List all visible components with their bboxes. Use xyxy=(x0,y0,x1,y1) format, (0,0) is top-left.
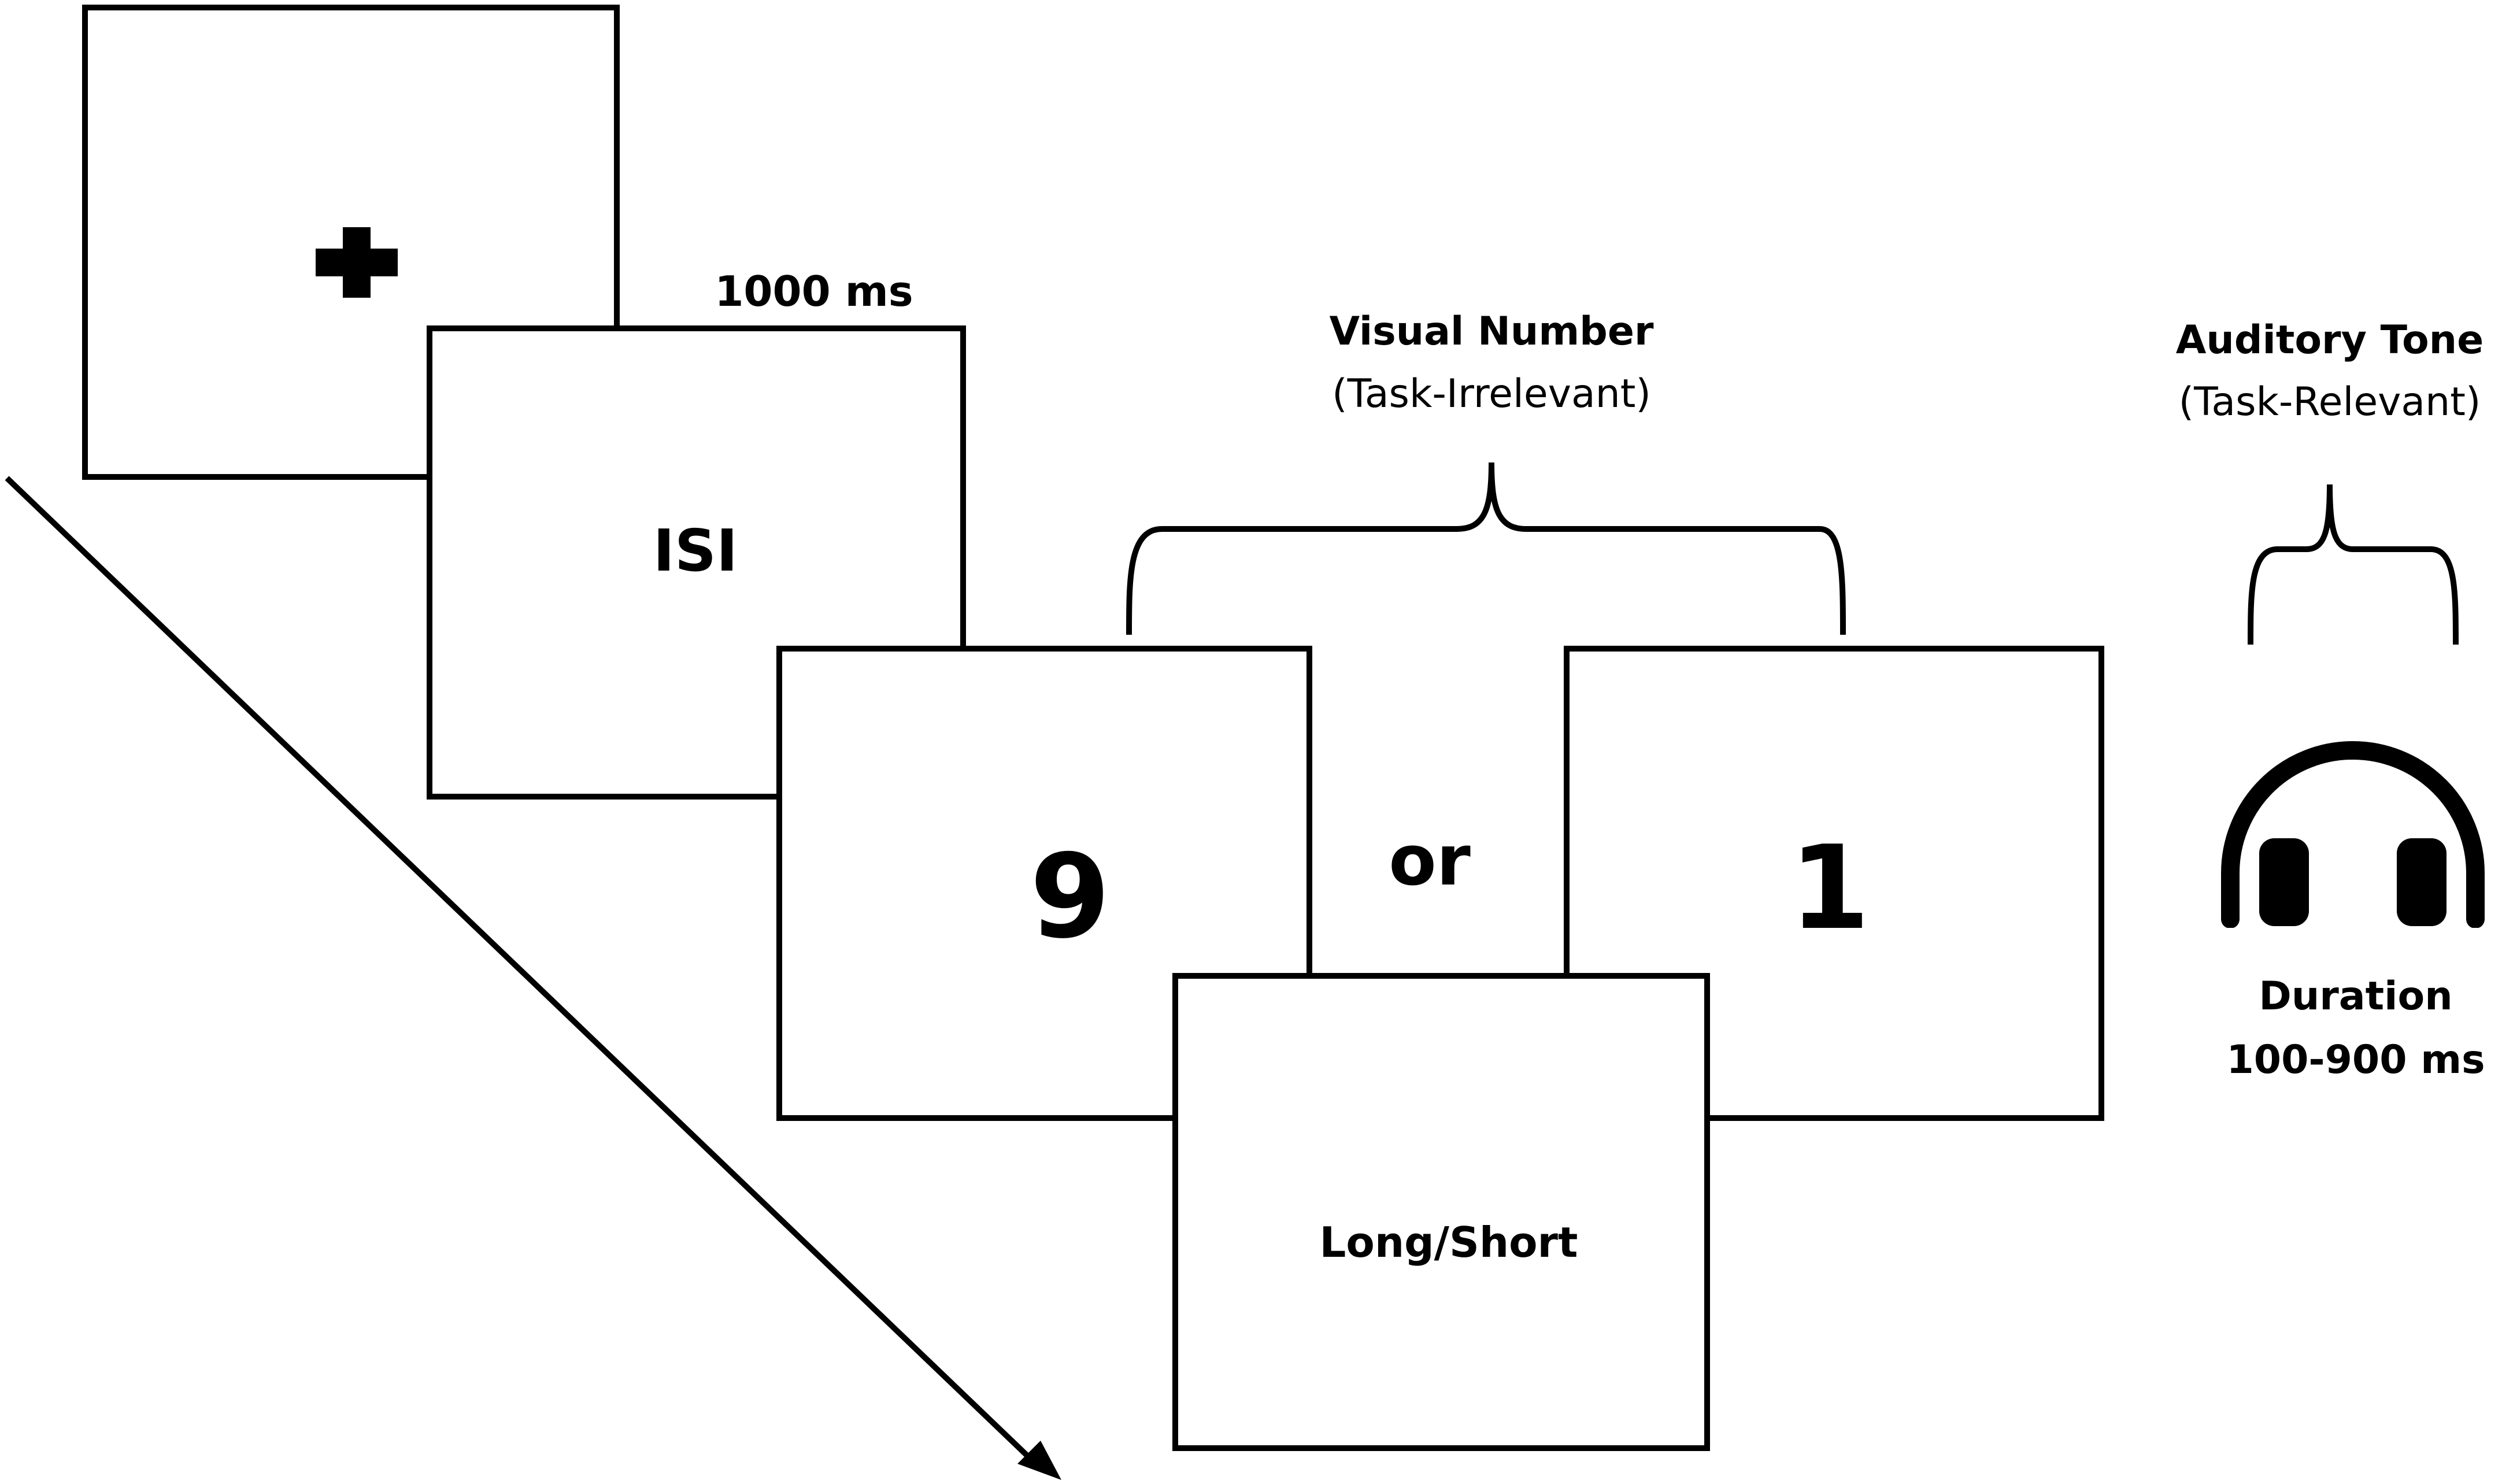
fixation-cross-icon xyxy=(316,227,398,298)
tone-duration-range: 100-900 ms xyxy=(2226,1037,2485,1083)
isi-label: ISI xyxy=(653,517,738,584)
fixation-duration-label: 1000 ms xyxy=(715,267,913,316)
number-9-stimulus: 9 xyxy=(1030,830,1111,964)
or-connector: or xyxy=(1389,821,1471,901)
long-short-response-label: Long/Short xyxy=(1319,1218,1578,1267)
auditory-tone-subtitle: (Task-Relevant) xyxy=(2178,379,2481,425)
headphones-icon xyxy=(2221,741,2485,928)
auditory-tone-title: Auditory Tone xyxy=(2175,317,2484,363)
visual-number-title: Visual Number xyxy=(1329,309,1654,354)
visual-number-subtitle: (Task-Irrelevant) xyxy=(1332,371,1651,417)
tone-duration-label: Duration xyxy=(2259,974,2453,1019)
number-1-stimulus: 1 xyxy=(1789,821,1870,956)
response-screen: Long/Short xyxy=(1172,973,1710,1451)
